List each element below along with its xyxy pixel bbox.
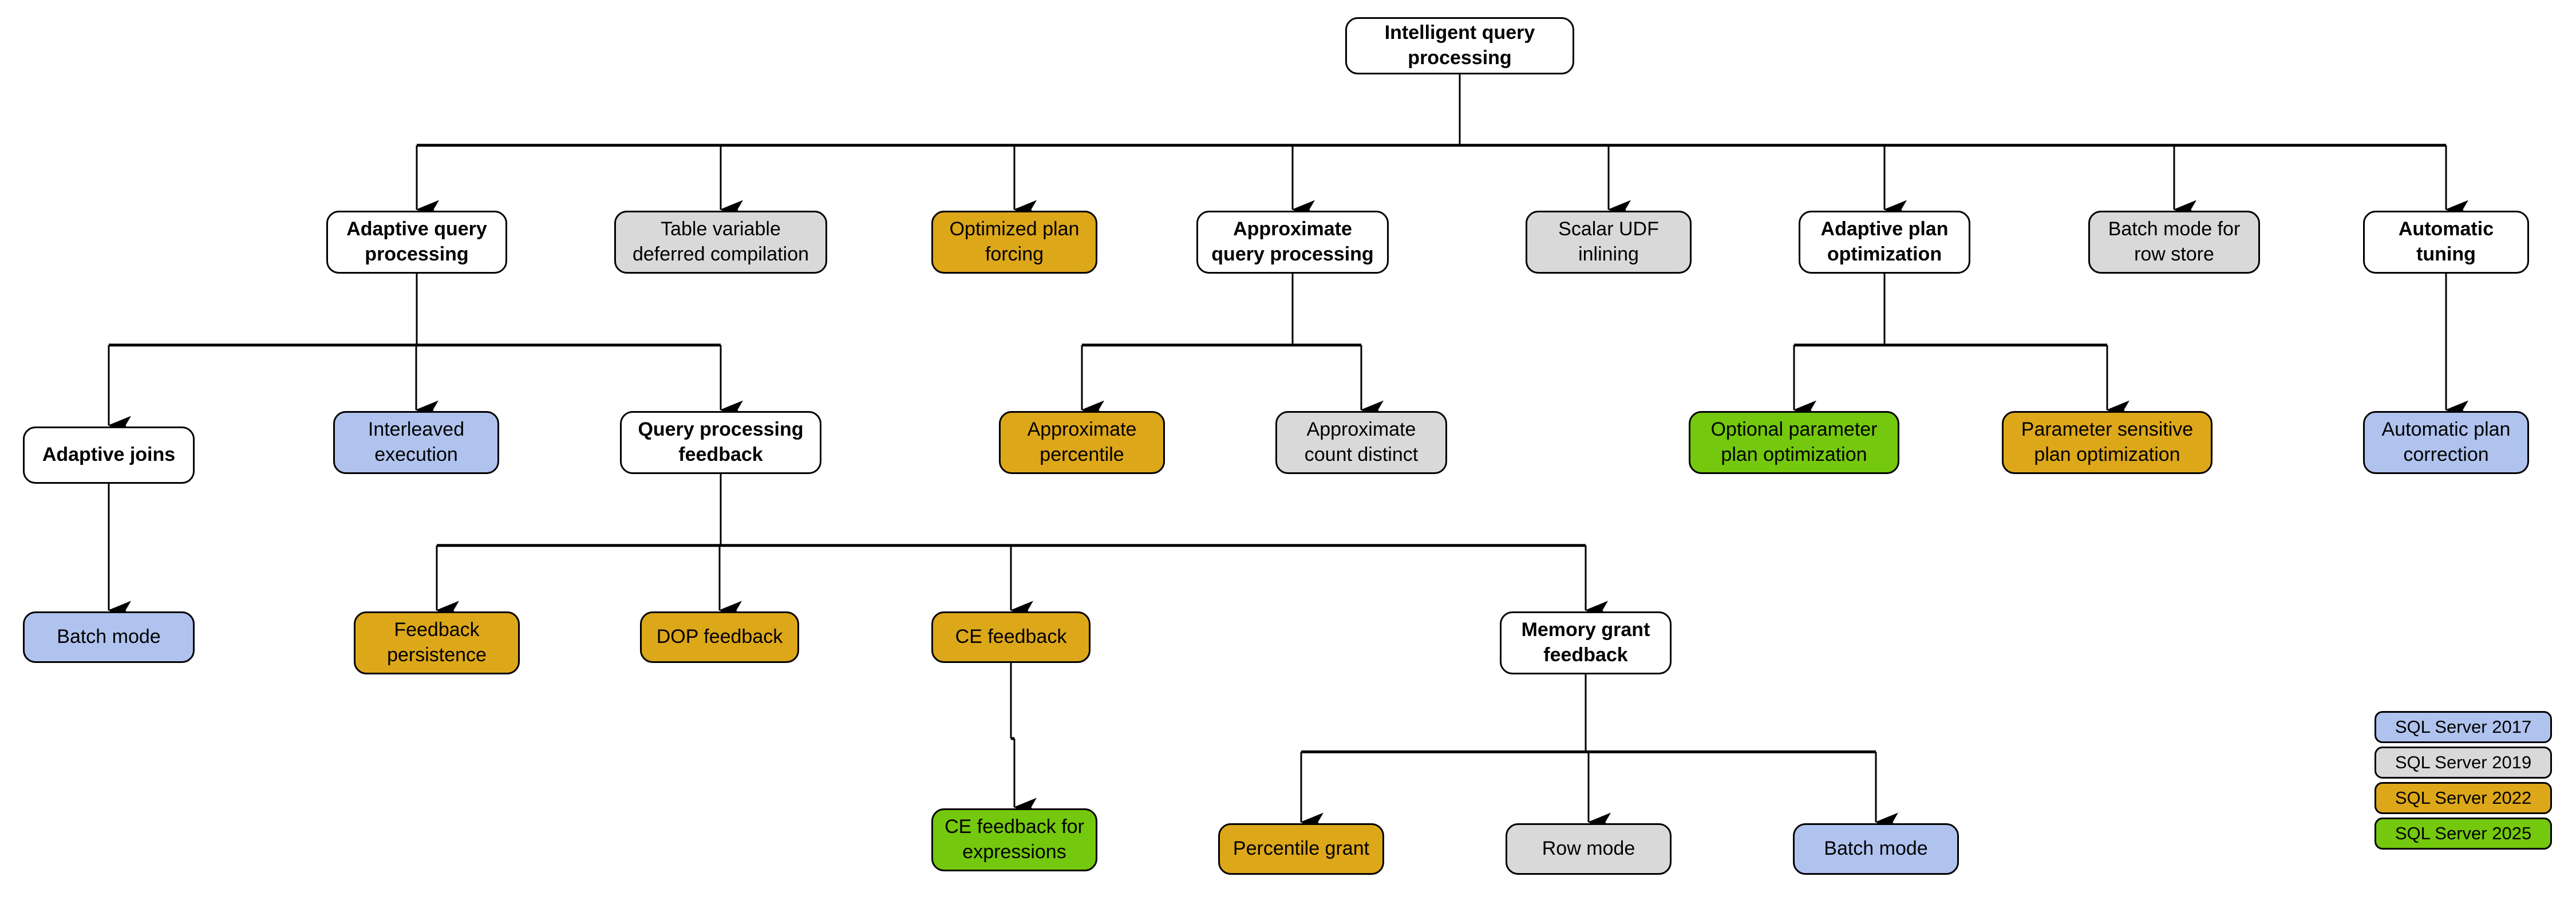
node-qpf[interactable]: Query processing feedback	[620, 411, 821, 474]
node-ilexec[interactable]: Interleaved execution	[333, 411, 499, 474]
node-root[interactable]: Intelligent query processing	[1345, 17, 1574, 74]
node-opf[interactable]: Optimized plan forcing	[931, 211, 1097, 274]
node-bmrs[interactable]: Batch mode for row store	[2088, 211, 2260, 274]
legend-item-sql-server-2019: SQL Server 2019	[2374, 747, 2552, 779]
legend-item-sql-server-2022: SQL Server 2022	[2374, 782, 2552, 814]
node-apo[interactable]: Adaptive plan optimization	[1799, 211, 1970, 274]
node-aqp[interactable]: Adaptive query processing	[326, 211, 507, 274]
node-apcorr[interactable]: Automatic plan correction	[2363, 411, 2529, 474]
legend-item-sql-server-2017: SQL Server 2017	[2374, 711, 2552, 743]
node-cefb[interactable]: CE feedback	[931, 611, 1091, 663]
node-rowmode[interactable]: Row mode	[1506, 823, 1672, 875]
node-acd[interactable]: Approximate count distinct	[1275, 411, 1447, 474]
node-pspo[interactable]: Parameter sensitive plan optimization	[2002, 411, 2212, 474]
node-dopfb[interactable]: DOP feedback	[640, 611, 799, 663]
node-pgrant[interactable]: Percentile grant	[1218, 823, 1384, 875]
node-tvdc[interactable]: Table variable deferred compilation	[614, 211, 827, 274]
node-cefbexpr[interactable]: CE feedback for expressions	[931, 808, 1097, 871]
node-mgf[interactable]: Memory grant feedback	[1500, 611, 1672, 674]
node-ajoins[interactable]: Adaptive joins	[23, 427, 195, 484]
node-apct[interactable]: Approximate percentile	[999, 411, 1165, 474]
legend-item-sql-server-2025: SQL Server 2025	[2374, 818, 2552, 850]
node-sudf[interactable]: Scalar UDF inlining	[1526, 211, 1692, 274]
node-fbpersist[interactable]: Feedback persistence	[354, 611, 520, 674]
node-autotune[interactable]: Automatic tuning	[2363, 211, 2529, 274]
node-approxqp[interactable]: Approximate query processing	[1196, 211, 1389, 274]
node-batchmode1[interactable]: Batch mode	[23, 611, 195, 663]
node-oppo[interactable]: Optional parameter plan optimization	[1689, 411, 1899, 474]
node-batchmode2[interactable]: Batch mode	[1793, 823, 1959, 875]
